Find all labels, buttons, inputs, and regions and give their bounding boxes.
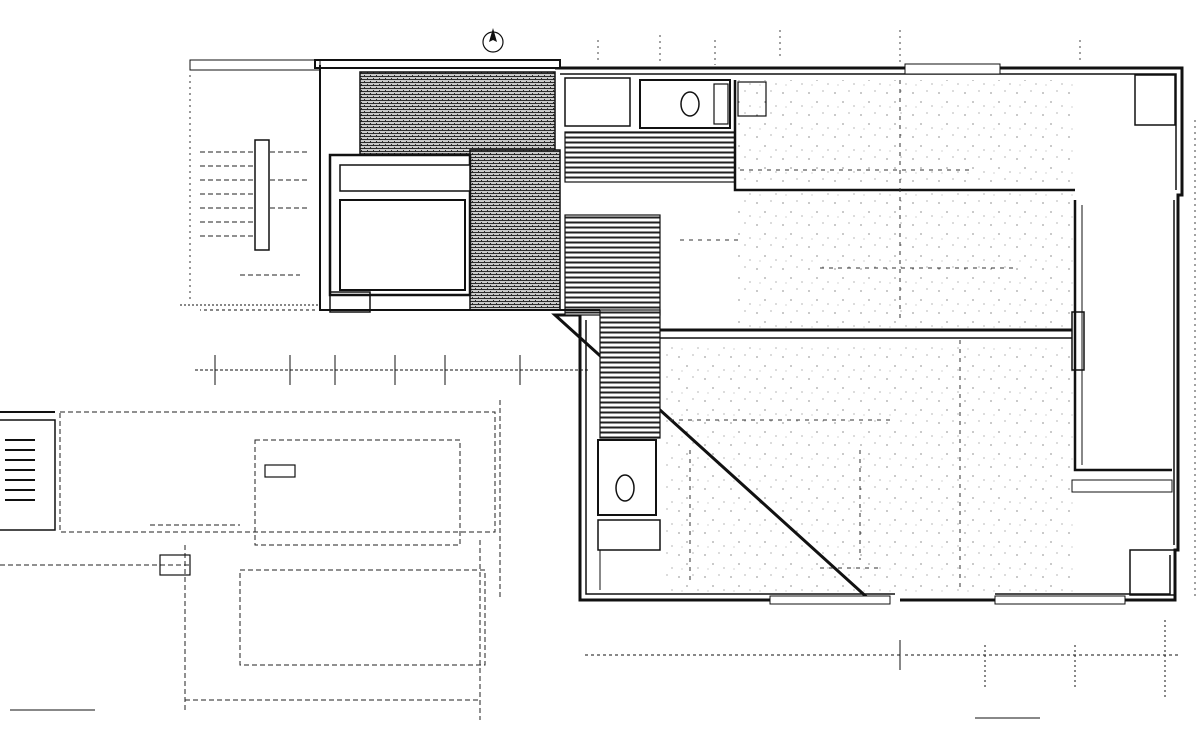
hatched-stair-core-2 xyxy=(469,149,561,311)
toilet-icon xyxy=(680,91,700,117)
outer-wall-inner-line xyxy=(560,73,1177,595)
center-core xyxy=(200,28,600,313)
room-upper-right-floor xyxy=(735,80,1075,330)
left-lower-plan xyxy=(0,400,501,720)
left-upper-stair xyxy=(180,59,590,385)
corridor-middle xyxy=(564,214,661,316)
north-arrow-icon xyxy=(482,28,504,53)
corridor-lower xyxy=(599,309,661,439)
right-plan xyxy=(551,30,1196,700)
room-lower-right-floor xyxy=(665,345,1075,595)
corridor-upper xyxy=(564,131,736,183)
hatched-stair-core xyxy=(359,71,556,155)
lift-box xyxy=(339,199,466,291)
